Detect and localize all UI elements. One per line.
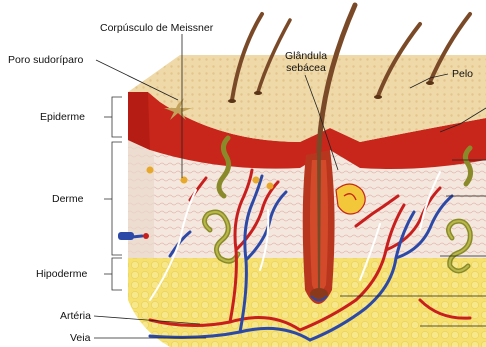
label-hair: Pelo (452, 68, 473, 80)
label-meissner-corpuscle: Corpúsculo de Meissner (100, 22, 213, 34)
layer-brackets (104, 97, 122, 290)
label-hypodermis: Hipoderme (36, 268, 87, 280)
label-sebaceous-gland-line2: sebácea (285, 62, 327, 74)
label-sweat-pore: Poro sudoríparo (8, 54, 83, 66)
label-epidermis: Epiderme (40, 111, 85, 123)
label-sebaceous-gland: Glândula sebácea (285, 50, 327, 74)
label-vein: Veia (70, 332, 90, 344)
label-sebaceous-gland-line1: Glândula (285, 50, 327, 62)
label-artery: Artéria (60, 310, 91, 322)
sebaceous-gland (336, 184, 365, 214)
label-dermis: Derme (52, 193, 84, 205)
